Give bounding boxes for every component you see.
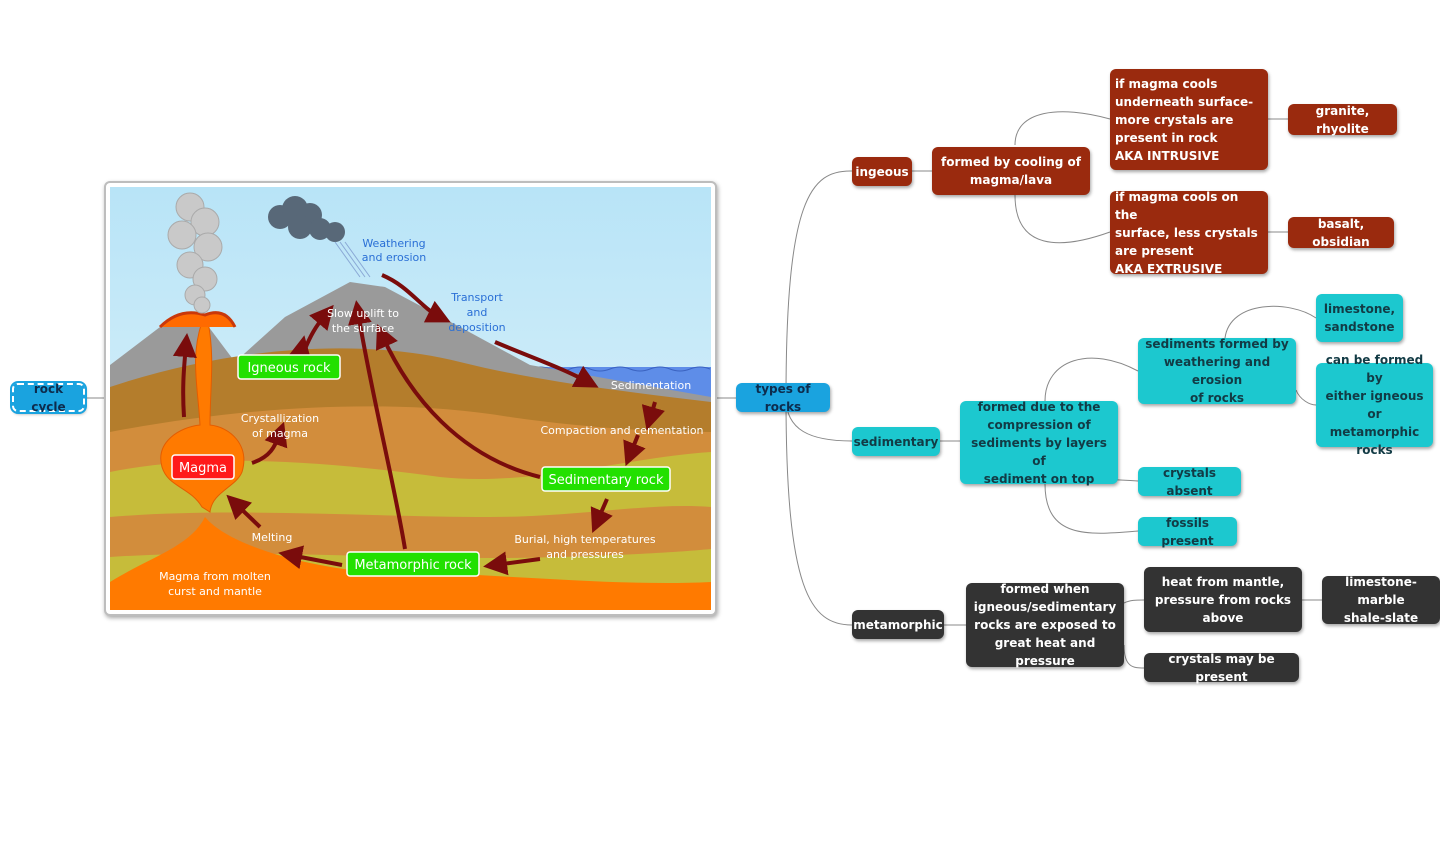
box-magma: Magma [171, 454, 235, 480]
branch-igneous[interactable]: ingeous [852, 157, 912, 186]
sedimentary-either-node[interactable]: can be formed by either igneous or metam… [1316, 353, 1433, 457]
metamorphic-heat-node[interactable]: heat from mantle, pressure from rocks ab… [1144, 567, 1302, 632]
branch-igneous-label: ingeous [855, 164, 909, 179]
extrusive-examples-text: basalt, obsidian [1312, 216, 1370, 249]
central-node-types-of-rocks[interactable]: types of rocks [736, 382, 830, 414]
central-node-label: types of rocks [755, 381, 811, 414]
box-metamorphic: Metamorphic rock [346, 551, 480, 577]
sedimentary-either-text: can be formed by either igneous or metam… [1325, 353, 1424, 457]
metamorphic-formed-text: formed when igneous/sedimentary rocks ar… [973, 582, 1117, 668]
box-magma-label: Magma [179, 461, 227, 476]
label-crystallization-2: of magma [252, 427, 308, 440]
label-magma-source-2: curst and mantle [168, 585, 262, 598]
label-compaction: Compaction and cementation [540, 424, 703, 437]
volcano-crater [158, 311, 237, 329]
sedimentary-weathering-text: sediments formed by weathering and erosi… [1145, 337, 1289, 405]
branch-sedimentary[interactable]: sedimentary [852, 427, 940, 456]
igneous-extrusive-text: if magma cools on the surface, less crys… [1115, 189, 1258, 276]
branch-metamorphic[interactable]: metamorphic [852, 610, 944, 639]
metamorphic-crystals-text: crystals may be present [1168, 651, 1275, 684]
box-sedimentary-label: Sedimentary rock [549, 473, 664, 488]
mantle-magma [110, 517, 711, 610]
label-crystallization-1: Crystallization [241, 412, 319, 425]
metamorphic-heat-text: heat from mantle, pressure from rocks ab… [1154, 574, 1292, 625]
label-burial-2: and pressures [546, 548, 624, 561]
label-sedimentation: Sedimentation [611, 379, 691, 392]
label-magma-source-1: Magma from molten [159, 570, 271, 583]
sedimentary-examples-text: limestone, sandstone [1323, 302, 1396, 334]
branch-sedimentary-label: sedimentary [853, 434, 939, 449]
igneous-extrusive-examples[interactable]: basalt, obsidian [1288, 216, 1394, 249]
metamorphic-examples-node[interactable]: limestone-marble shale-slate [1322, 575, 1440, 625]
label-transport-2: and [467, 306, 488, 319]
cycle-arrows [172, 273, 665, 576]
sediment-layer-2 [110, 452, 711, 517]
label-weathering-2: and erosion [362, 251, 426, 264]
box-igneous: Igneous rock [237, 354, 341, 380]
root-node-label: rock cycle [31, 381, 66, 414]
sedimentary-fossils-node[interactable]: fossils present [1138, 516, 1237, 548]
box-metamorphic-label: Metamorphic rock [354, 558, 472, 573]
sedimentary-examples-node[interactable]: limestone, sandstone [1316, 294, 1403, 342]
sedimentary-crystals-node[interactable]: crystals absent [1138, 466, 1241, 498]
label-uplift-2: the surface [332, 322, 394, 335]
label-weathering-1: Weathering [362, 237, 425, 250]
rock-cycle-illustration: Weathering and erosion Transport and dep… [110, 187, 711, 610]
label-transport-1: Transport [450, 291, 503, 304]
label-uplift-1: Slow uplift to [327, 307, 399, 320]
igneous-formed-node[interactable]: formed by cooling of magma/lava [932, 147, 1090, 195]
intrusive-examples-text: granite, rhyolite [1315, 103, 1370, 136]
sedimentary-crystals-text: crystals absent [1162, 465, 1217, 498]
sedimentary-weathering-node[interactable]: sediments formed by weathering and erosi… [1138, 337, 1296, 405]
label-burial-1: Burial, high temperatures [514, 533, 656, 546]
sedimentary-formed-node[interactable]: formed due to the compression of sedimen… [960, 400, 1118, 486]
root-node-rock-cycle[interactable]: rock cycle [10, 381, 87, 414]
branch-metamorphic-label: metamorphic [853, 617, 943, 632]
rain-cloud [268, 196, 345, 242]
igneous-intrusive-node[interactable]: if magma cools underneath surface- more … [1110, 69, 1268, 170]
box-sedimentary: Sedimentary rock [541, 466, 671, 492]
metamorphic-crystals-node[interactable]: crystals may be present [1144, 652, 1299, 684]
sedimentary-fossils-text: fossils present [1161, 515, 1214, 548]
label-transport-3: deposition [448, 321, 505, 334]
metamorphic-formed-node[interactable]: formed when igneous/sedimentary rocks ar… [966, 582, 1124, 668]
sedimentary-formed-text: formed due to the compression of sedimen… [971, 399, 1107, 486]
igneous-extrusive-node[interactable]: if magma cools on the surface, less crys… [1110, 190, 1268, 276]
box-igneous-label: Igneous rock [247, 361, 331, 376]
rock-cycle-diagram: Weathering and erosion Transport and dep… [104, 181, 717, 616]
igneous-intrusive-examples[interactable]: granite, rhyolite [1288, 103, 1397, 136]
label-melting: Melting [252, 531, 293, 544]
metamorphic-examples-text: limestone-marble shale-slate [1343, 575, 1419, 625]
igneous-intrusive-text: if magma cools underneath surface- more … [1115, 76, 1254, 163]
igneous-formed-text: formed by cooling of magma/lava [941, 155, 1081, 187]
volcano-smoke [167, 192, 223, 314]
